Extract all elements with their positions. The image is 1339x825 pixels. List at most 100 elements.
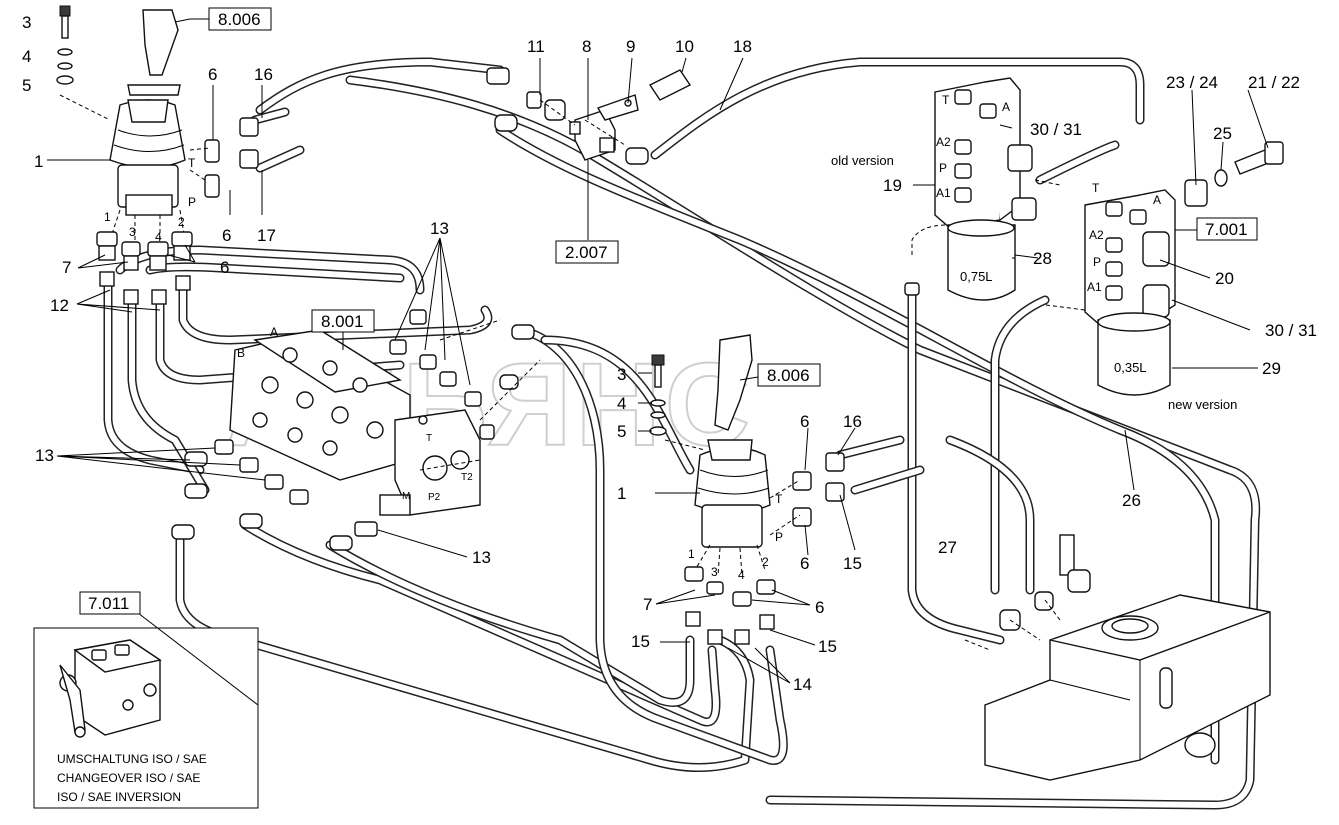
ref-2007: 2.007 xyxy=(565,243,608,262)
inset-line-2: CHANGEOVER ISO / SAE xyxy=(57,771,200,785)
tee-block-assembly xyxy=(486,67,692,165)
callout-5: 5 xyxy=(617,422,626,441)
callout-6: 6 xyxy=(800,554,809,573)
callout-30-31: 30 / 31 xyxy=(1265,321,1317,340)
callout-15: 15 xyxy=(631,632,650,651)
hose-group xyxy=(103,57,1261,810)
port-P-new: P xyxy=(1093,255,1101,269)
callout-30-31: 30 / 31 xyxy=(1030,120,1082,139)
hydraulic-tank xyxy=(904,282,1271,781)
port-T-left: T xyxy=(188,156,196,170)
callout-numbers: 3 4 5 1 6 16 6 17 7 6 12 13 13 13 11 8 9… xyxy=(22,13,1317,694)
port-B-valve: B xyxy=(237,346,245,360)
port-1-right: 1 xyxy=(688,547,695,561)
port-3-right: 3 xyxy=(711,565,718,579)
callout-6: 6 xyxy=(815,598,824,617)
callout-23-24: 23 / 24 xyxy=(1166,73,1218,92)
port-A2-old: A2 xyxy=(936,135,951,149)
callout-6: 6 xyxy=(220,258,229,277)
callout-3: 3 xyxy=(617,365,626,384)
callout-10: 10 xyxy=(675,37,694,56)
inset-line-1: UMSCHALTUNG ISO / SAE xyxy=(57,752,207,766)
callout-13: 13 xyxy=(35,446,54,465)
inset-line-3: ISO / SAE INVERSION xyxy=(57,790,181,804)
callout-3: 3 xyxy=(22,13,31,32)
callout-26: 26 xyxy=(1122,491,1141,510)
ref-box-2007[interactable]: 2.007 xyxy=(555,240,619,264)
port-A-valve: A xyxy=(270,325,278,339)
port-4-right: 4 xyxy=(738,568,745,582)
ref-8001: 8.001 xyxy=(321,312,364,331)
port-2-left: 2 xyxy=(178,215,185,229)
screw-set-left xyxy=(56,5,74,85)
ref-box-7011[interactable]: 7.011 xyxy=(79,591,141,615)
port-M-valve: M xyxy=(402,491,410,502)
new-version-label: new version xyxy=(1168,397,1237,412)
callout-12: 12 xyxy=(50,296,69,315)
port-P-right: P xyxy=(775,530,783,544)
callout-13: 13 xyxy=(472,548,491,567)
callout-20: 20 xyxy=(1215,269,1234,288)
ref-7011: 7.011 xyxy=(88,594,129,613)
port-2-right: 2 xyxy=(762,555,769,569)
callout-9: 9 xyxy=(626,37,635,56)
port-P-old: P xyxy=(939,161,947,175)
callout-11: 11 xyxy=(527,37,545,56)
callout-15: 15 xyxy=(843,554,862,573)
callout-1: 1 xyxy=(617,484,626,503)
port-A2-new: A2 xyxy=(1089,228,1104,242)
fittings-right xyxy=(684,452,845,645)
callout-6: 6 xyxy=(800,412,809,431)
ref-7001: 7.001 xyxy=(1205,220,1248,239)
port-A-old: A xyxy=(1002,100,1010,114)
old-version-label: old version xyxy=(831,153,894,168)
text-labels: old version new version 0,75L 0,35L UMSC… xyxy=(57,153,1237,804)
accumulator-small-label: 0,75L xyxy=(960,269,993,284)
callout-16: 16 xyxy=(254,65,273,84)
leader-lines xyxy=(47,18,1269,684)
callout-29: 29 xyxy=(1262,359,1281,378)
callout-18: 18 xyxy=(733,37,752,56)
ref-box-8006-right[interactable]: 8.006 xyxy=(757,363,821,387)
callout-6: 6 xyxy=(208,65,217,84)
port-T2-valve: T2 xyxy=(461,472,473,483)
callout-14: 14 xyxy=(793,675,812,694)
callout-27: 27 xyxy=(938,538,957,557)
port-labels: T P 1 3 4 2 A B T T2 P2 M T P 1 3 4 2 T … xyxy=(104,93,1161,582)
callout-17: 17 xyxy=(257,226,276,245)
callout-19: 19 xyxy=(883,176,902,195)
port-1-left: 1 xyxy=(104,210,111,224)
ref-8006-right: 8.006 xyxy=(767,366,810,385)
callout-16: 16 xyxy=(843,412,862,431)
joystick-right xyxy=(649,334,771,576)
ref-box-8006-left[interactable]: 8.006 xyxy=(208,7,272,31)
port-A-new: A xyxy=(1153,193,1161,207)
ref-8006-left: 8.006 xyxy=(218,10,261,29)
callout-4: 4 xyxy=(22,47,31,66)
callout-1: 1 xyxy=(34,152,43,171)
ref-box-8001[interactable]: 8.001 xyxy=(311,309,375,333)
control-valve-block xyxy=(229,329,481,516)
manifold-old xyxy=(934,77,1037,301)
port-3-left: 3 xyxy=(129,225,136,239)
valve-fittings xyxy=(171,309,535,551)
accumulator-large-label: 0,35L xyxy=(1114,360,1147,375)
port-T-valve: T xyxy=(426,433,432,444)
callout-7: 7 xyxy=(62,258,71,277)
callout-6: 6 xyxy=(222,226,231,245)
inset-iso-sae xyxy=(33,612,259,809)
callout-13: 13 xyxy=(430,219,449,238)
port-T-old: T xyxy=(942,93,950,107)
callout-4: 4 xyxy=(617,394,626,413)
callout-5: 5 xyxy=(22,76,31,95)
callout-15: 15 xyxy=(818,637,837,656)
fittings-left xyxy=(96,117,259,305)
port-A1-old: A1 xyxy=(936,186,951,200)
port-T-new: T xyxy=(1092,181,1100,195)
callout-25: 25 xyxy=(1213,124,1232,143)
port-P2-valve: P2 xyxy=(428,492,441,503)
callout-7: 7 xyxy=(643,595,652,614)
ref-box-7001[interactable]: 7.001 xyxy=(1196,217,1258,241)
port-4-left: 4 xyxy=(155,230,162,244)
